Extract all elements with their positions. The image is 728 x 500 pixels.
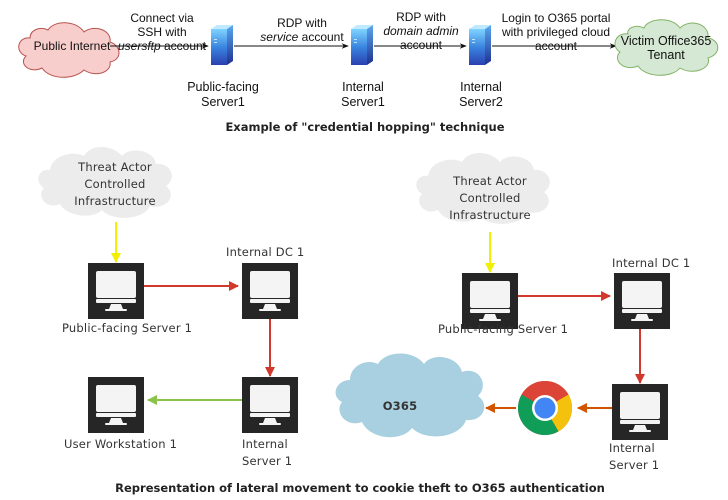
node-label-line: Tenant <box>647 48 685 62</box>
victim-tenant-cloud <box>614 19 719 76</box>
edge-o365-login-label: Login to O365 portal with privileged clo… <box>500 11 612 53</box>
internal-dc1-left-label: Internal DC 1 <box>226 245 305 259</box>
edge-label-text: account <box>298 30 344 44</box>
edge-label-line: service account <box>252 30 352 44</box>
cloud-label-line: Controlled <box>84 177 146 191</box>
bottom-caption: Representation of lateral movement to co… <box>115 481 605 495</box>
node-label-line: Public-facing <box>187 80 259 94</box>
edge-label-line: usersftp account <box>110 39 214 53</box>
edge-ssh-label: Connect via SSH with usersftp account <box>110 11 214 53</box>
cloud-label-line: Infrastructure <box>449 208 531 222</box>
server-icon <box>351 25 373 65</box>
server-public-facing-label: Public-facing Server1 <box>180 80 266 110</box>
monitor-icon <box>88 263 144 319</box>
edge-rdp-service-label: RDP with service account <box>252 16 352 44</box>
threat-cloud-right-label: Threat Actor Controlled Infrastructure <box>432 173 548 224</box>
node-label-line: Internal <box>609 441 655 455</box>
threat-cloud-left <box>38 147 172 218</box>
public-server-right-label: Public-facing Server 1 <box>438 322 569 336</box>
internal-server-right-label: Internal Server 1 <box>609 440 689 474</box>
public-internet-cloud <box>18 22 120 78</box>
account-name: domain admin <box>383 24 459 38</box>
monitor-icon <box>242 263 298 319</box>
account-name: usersftp <box>117 39 161 53</box>
account-name: service <box>260 30 299 44</box>
cloud-label-line: Threat Actor <box>78 160 152 174</box>
o365-cloud <box>335 353 485 438</box>
internal-dc1-right-label: Internal DC 1 <box>612 256 691 270</box>
node-label-line: Server 1 <box>609 458 660 472</box>
edge-label-line: Connect via <box>130 11 194 25</box>
internal-server1-label: Internal Server1 <box>320 80 406 110</box>
node-label-line: Internal <box>242 437 288 451</box>
workstation-label: User Workstation 1 <box>64 437 178 451</box>
node-label-line: Internal <box>342 80 384 94</box>
cloud-label-line: Infrastructure <box>74 194 156 208</box>
internal-server2-label: Internal Server2 <box>438 80 524 110</box>
edge-label-text: account <box>160 39 207 53</box>
monitor-icon <box>242 377 298 433</box>
cloud-label-line: Controlled <box>459 191 521 205</box>
edge-label-line: domain admin <box>375 24 467 38</box>
edge-label-line: SSH with <box>137 25 187 39</box>
monitor-icon <box>612 384 668 440</box>
server-icon <box>211 25 233 65</box>
node-label-line: Server1 <box>341 95 385 109</box>
chrome-icon <box>517 380 573 436</box>
public-server-left-label: Public-facing Server 1 <box>62 321 193 335</box>
server-icon <box>469 25 491 65</box>
edge-label-line: account <box>534 39 578 53</box>
threat-cloud-left-label: Threat Actor Controlled Infrastructure <box>55 159 175 210</box>
node-label-line: Victim Office365 <box>620 34 712 48</box>
threat-cloud-right <box>416 153 550 224</box>
internal-server-left-label: Internal Server 1 <box>242 436 322 470</box>
edge-label-line: RDP with <box>277 16 327 30</box>
monitor-icon <box>614 273 670 329</box>
node-label-line: Server 1 <box>242 454 293 468</box>
edge-label-line: Login to O365 portal <box>501 11 611 25</box>
top-caption: Example of "credential hopping" techniqu… <box>225 120 505 134</box>
monitor-icon <box>88 377 144 433</box>
edge-label-line: account <box>399 38 443 52</box>
o365-label: O365 <box>382 399 418 413</box>
edge-label-line: with privileged cloud <box>501 25 611 39</box>
public-internet-label: Public Internet <box>33 39 111 53</box>
node-label-line: Internal <box>460 80 502 94</box>
node-label-line: Server1 <box>201 95 245 109</box>
edge-label-line: RDP with <box>396 10 446 24</box>
edge-rdp-domain-admin-label: RDP with domain admin account <box>375 10 467 52</box>
victim-tenant-label: Victim Office365 Tenant <box>610 34 722 62</box>
cloud-label-line: Threat Actor <box>453 174 527 188</box>
node-label-line: Server2 <box>459 95 503 109</box>
